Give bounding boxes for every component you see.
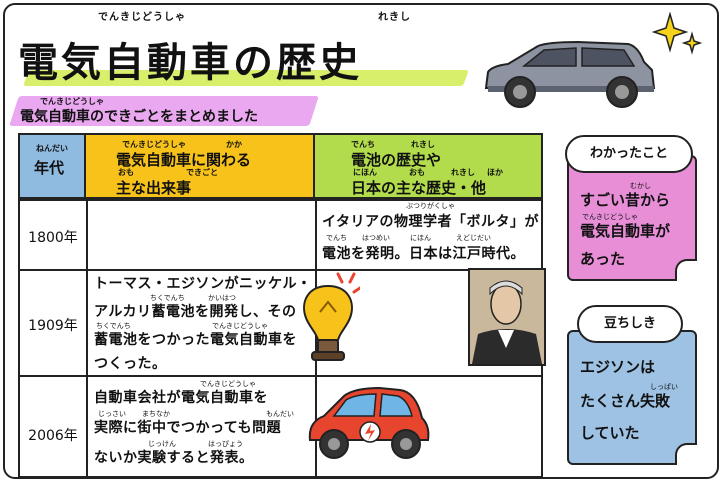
ruby: まちなか bbox=[142, 410, 170, 418]
red-electric-car-icon bbox=[308, 386, 430, 459]
table-row-year: 1800年 bbox=[28, 230, 78, 246]
note-ruby: でんきじどうしゃ bbox=[582, 213, 638, 221]
header-battery-history: でんち れきし 電池の歴史や にほん おも れきし ほか 日本の主な歴史・他 bbox=[315, 135, 541, 199]
header-ev-events: でんきじどうしゃ かか 電気自動車に関わる おも できごと 主な出来事 bbox=[86, 135, 315, 199]
trivia-note-line: エジソンは bbox=[580, 358, 656, 376]
row-divider bbox=[20, 269, 541, 271]
table-cell-text: 実際に街中でつかっても問題 bbox=[94, 420, 282, 436]
header-year-ruby: ねんだい bbox=[36, 144, 68, 153]
light-bulb-icon bbox=[303, 272, 360, 361]
header-bat-ruby: でんち bbox=[351, 140, 375, 149]
subtitle-ruby: でんきじどうしゃ bbox=[40, 97, 104, 106]
trivia-note-title: 豆ちしき bbox=[577, 305, 683, 343]
ruby: えどじだい bbox=[456, 234, 491, 242]
ruby: でんち bbox=[326, 234, 347, 242]
table-cell-text: 電池を発明。日本は江戸時代。 bbox=[322, 246, 525, 262]
column-divider bbox=[86, 199, 88, 476]
ruby: はつめい bbox=[362, 234, 390, 242]
ruby: でんきじどうしゃ bbox=[212, 322, 268, 330]
page-title: 電気自動車の歴史 bbox=[18, 40, 362, 86]
header-bat-ruby: にほん bbox=[353, 168, 377, 177]
ruby: はっぴょう bbox=[208, 440, 243, 448]
table-cell-text: トーマス・エジソンがニッケル・ bbox=[94, 276, 312, 292]
row-divider bbox=[20, 375, 541, 377]
table-cell-text: ないか実験すると発表。 bbox=[94, 450, 254, 466]
edison-portrait bbox=[468, 268, 546, 366]
trivia-note-line: たくさん失敗 bbox=[580, 392, 671, 410]
ruby: じっさい bbox=[98, 410, 126, 418]
header-ev-ruby: できごと bbox=[186, 168, 218, 177]
ruby: ぶつりがくしゃ bbox=[406, 202, 455, 210]
summary-note-title: わかったこと bbox=[565, 135, 693, 173]
ruby: にほん bbox=[410, 234, 431, 242]
table-cell-text: イタリアの物理学者「ボルタ」が bbox=[322, 214, 539, 230]
table-cell-text: 蓄電池をつかった電気自動車を bbox=[94, 332, 297, 348]
suv-car-icon bbox=[484, 40, 656, 108]
header-bat-line1: 電池の歴史や bbox=[351, 151, 442, 169]
summary-note-line: あった bbox=[580, 250, 626, 268]
header-ev-ruby: でんきじどうしゃ bbox=[122, 140, 186, 149]
row-divider bbox=[20, 199, 541, 201]
header-ev-ruby: かか bbox=[226, 140, 242, 149]
page-curl bbox=[675, 259, 697, 281]
header-year: ねんだい 年代 bbox=[20, 135, 86, 199]
title-ruby-left: でんきじどうしゃ bbox=[98, 12, 186, 23]
header-bat-ruby: れきし bbox=[411, 140, 435, 149]
header-ev-line2: 主な出来事 bbox=[116, 179, 192, 197]
header-bat-line2: 日本の主な歴史・他 bbox=[351, 179, 487, 197]
ruby: でんきじどうしゃ bbox=[200, 380, 256, 388]
note-ruby: むかし bbox=[630, 182, 651, 190]
ruby: ちくでんち bbox=[96, 322, 131, 330]
table-cell-text: アルカリ蓄電池を開発し、その bbox=[94, 304, 297, 320]
header-ev-line1: 電気自動車に関わる bbox=[116, 151, 252, 169]
header-bat-ruby: ほか bbox=[487, 168, 503, 177]
ruby: かいはつ bbox=[208, 294, 236, 302]
sparkle-icon bbox=[652, 12, 702, 55]
summary-note-line: すごい昔から bbox=[580, 191, 671, 209]
header-bat-ruby: れきし bbox=[451, 168, 475, 177]
ruby: ちくでんち bbox=[150, 294, 185, 302]
subtitle: 電気自動車のできごとをまとめました bbox=[20, 109, 258, 125]
header-year-text: 年代 bbox=[34, 159, 65, 177]
table-cell-text: つくった。 bbox=[94, 356, 167, 372]
summary-note bbox=[567, 155, 697, 281]
title-ruby-right: れきし bbox=[378, 12, 411, 23]
history-table: ねんだい 年代 でんきじどうしゃ かか 電気自動車に関わる おも できごと 主な… bbox=[18, 133, 543, 478]
table-row-year: 2006年 bbox=[28, 428, 78, 444]
ruby: じっけん bbox=[148, 440, 176, 448]
header-bat-ruby: おも bbox=[409, 168, 425, 177]
ruby: もんだい bbox=[266, 410, 294, 418]
table-cell-text: 自動車会社が電気自動車を bbox=[94, 390, 268, 406]
note-ruby: しっぱい bbox=[650, 383, 678, 391]
header-ev-ruby: おも bbox=[118, 168, 134, 177]
page-curl bbox=[675, 443, 697, 465]
summary-note-line: 電気自動車が bbox=[580, 222, 671, 240]
table-row-year: 1909年 bbox=[28, 318, 78, 334]
trivia-note-line: していた bbox=[580, 424, 640, 442]
column-divider bbox=[315, 199, 317, 476]
